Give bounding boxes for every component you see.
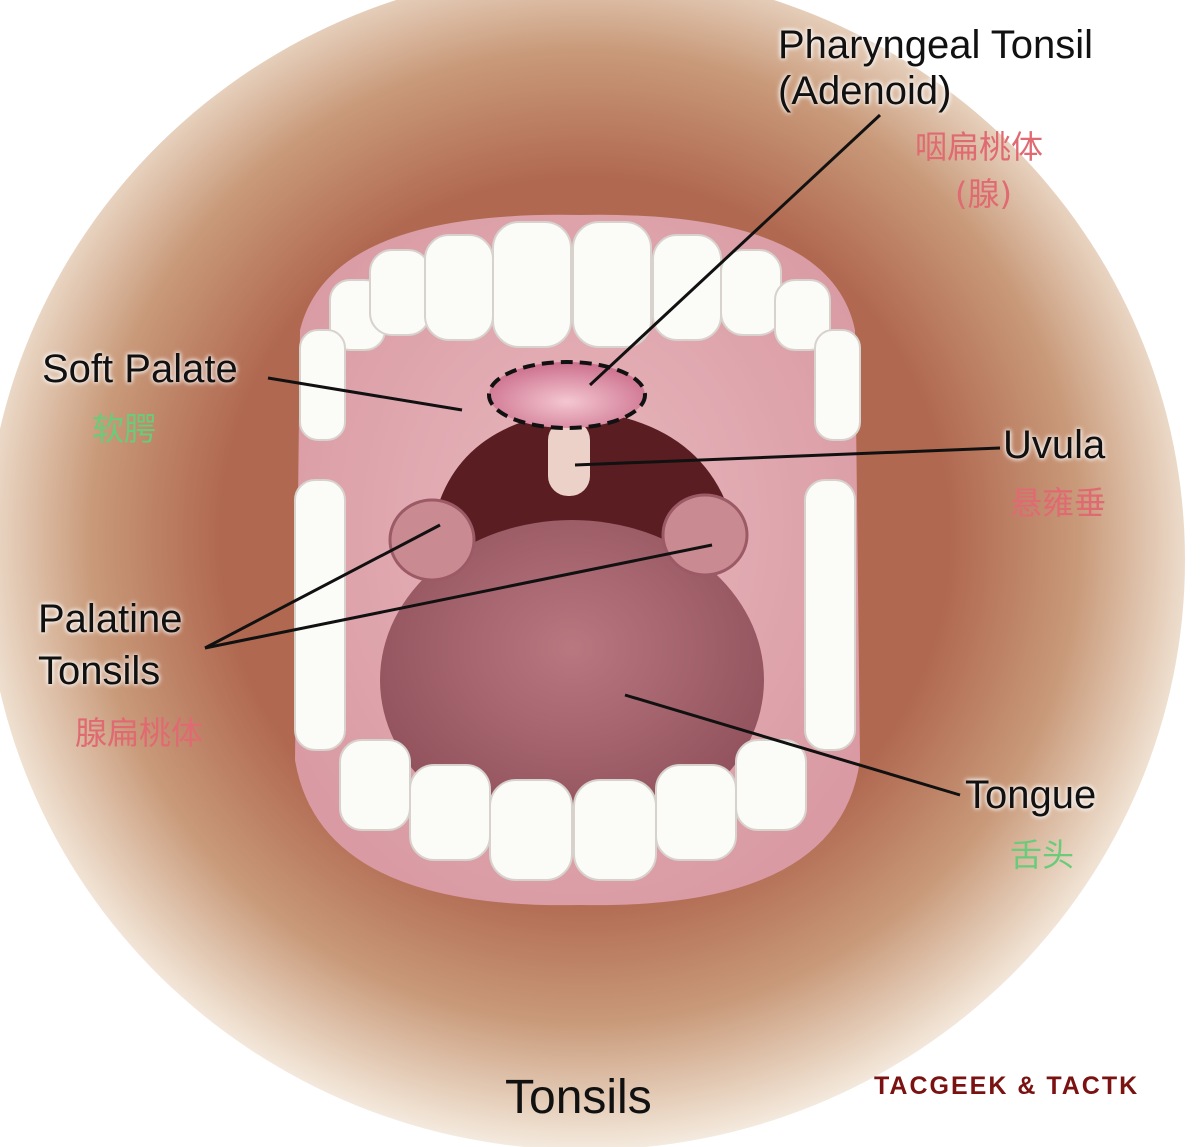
watermark: TACGEEK & TACTK: [874, 1072, 1140, 1100]
pharyngeal-leader-line: [588, 113, 882, 387]
pharyngeal-label-line2: (Adenoid): [778, 69, 952, 113]
soft-palate-label-cn: 软腭: [92, 410, 157, 448]
pharyngeal-label-line1: Pharyngeal Tonsil: [778, 23, 1094, 67]
tongue-label-cn: 舌头: [1010, 836, 1075, 874]
pharyngeal-label-cn1: 咽扁桃体: [915, 128, 1044, 166]
tongue: [380, 520, 764, 840]
soft-palate-label: Soft Palate: [42, 347, 238, 391]
palatine-label-cn: 腺扁桃体: [75, 714, 204, 752]
palatine-leader-line-right: [204, 543, 713, 650]
leader-lines: [204, 113, 1001, 797]
uvula: [548, 420, 590, 496]
uvula-label: Uvula: [1003, 423, 1106, 467]
palatine-leader-line-left: [204, 523, 441, 650]
palatine-label-line2: Tonsils: [38, 649, 161, 693]
upper-teeth: [299, 221, 861, 441]
uvula-label-cn: 悬雍垂: [1010, 484, 1107, 522]
tongue-label: Tongue: [965, 773, 1097, 817]
palatine-tonsil-right: [661, 493, 749, 577]
lower-teeth: [294, 479, 856, 881]
pharyngeal-tonsil-outline: [487, 360, 647, 430]
uvula-leader-line: [574, 446, 1001, 467]
soft-palate-leader-line: [267, 376, 463, 412]
palatine-label-line1: Palatine: [38, 597, 183, 641]
diagram-title: Tonsils: [505, 1071, 652, 1124]
tongue-leader-line: [624, 693, 961, 797]
pharyngeal-label-cn2: (腺): [955, 175, 1012, 213]
palatine-tonsil-left: [388, 498, 476, 582]
